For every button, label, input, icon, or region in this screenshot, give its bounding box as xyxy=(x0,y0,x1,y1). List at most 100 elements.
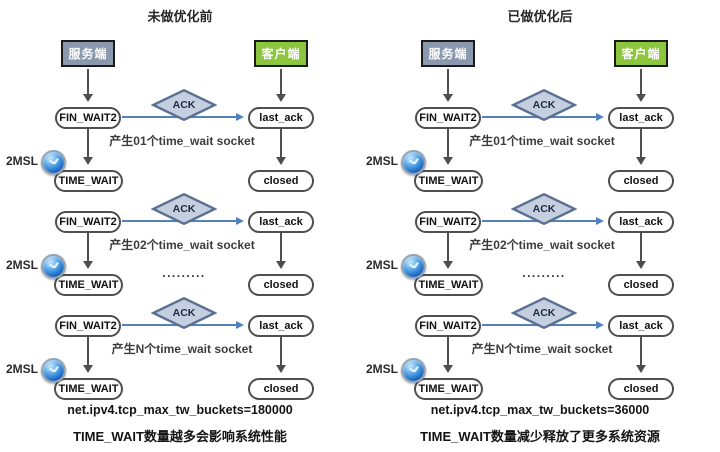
client-node: 客户端 xyxy=(614,40,668,67)
clock-hand xyxy=(408,263,415,269)
arrow-lastack-to-closed xyxy=(635,337,646,373)
clock-icon xyxy=(401,358,426,383)
timewait-cycle-1: ACK FIN_WAIT2 last_ack 产生01个time_wait so… xyxy=(360,0,720,452)
state-time-wait: TIME_WAIT xyxy=(414,378,483,400)
msl-label: 2MSL xyxy=(365,258,398,272)
diamond-shape xyxy=(511,192,577,226)
state-closed: closed xyxy=(248,170,314,192)
cycle-caption: 产生01个time_wait socket xyxy=(469,134,615,148)
arrow-server-to-finwait2 xyxy=(82,69,93,102)
state-fin-wait2: FIN_WAIT2 xyxy=(55,315,121,337)
state-closed: closed xyxy=(608,170,674,192)
state-closed: closed xyxy=(608,378,674,400)
diamond-shape xyxy=(511,88,577,122)
state-closed: closed xyxy=(248,274,314,296)
ack-diamond: ACK xyxy=(511,296,577,330)
state-last-ack: last_ack xyxy=(608,211,674,233)
state-fin-wait2: FIN_WAIT2 xyxy=(55,211,121,233)
arrow-finwait2-to-timewait xyxy=(442,337,453,373)
server-label: 服务端 xyxy=(428,47,468,61)
state-last-ack: last_ack xyxy=(608,107,674,129)
arrow-lastack-to-closed xyxy=(635,129,646,165)
ack-diamond: ACK xyxy=(151,296,217,330)
clock-icon xyxy=(41,254,66,279)
msl-label: 2MSL xyxy=(5,362,38,376)
state-time-wait: TIME_WAIT xyxy=(54,378,123,400)
clock-hand xyxy=(48,367,55,373)
arrow-lastack-to-closed xyxy=(635,233,646,269)
client-label: 客户端 xyxy=(621,47,661,61)
panel-summary: TIME_WAIT数量减少释放了更多系统资源 xyxy=(420,429,660,444)
clock-icon xyxy=(401,150,426,175)
cycle-caption: 产生01个time_wait socket xyxy=(109,134,255,148)
state-closed: closed xyxy=(248,378,314,400)
cycle-caption: 产生02个time_wait socket xyxy=(109,238,255,252)
diamond-shape xyxy=(511,296,577,330)
arrow-client-to-lastack xyxy=(635,69,646,102)
panel-title: 已做优化后 xyxy=(507,9,573,24)
ack-label: ACK xyxy=(172,203,196,215)
arrow-finwait2-to-timewait xyxy=(82,233,93,269)
clock-hand xyxy=(48,159,55,165)
timewait-cycle-2: ACK FIN_WAIT2 last_ack 产生02个time_wait so… xyxy=(5,192,314,296)
arrow-lastack-to-closed xyxy=(275,233,286,269)
server-node: 服务端 xyxy=(421,40,475,67)
clock-icon xyxy=(401,254,426,279)
msl-label: 2MSL xyxy=(365,362,398,376)
panel-before-optimization: 未做优化前 服务端 客户端 ACK FIN_WAIT2 last_ack 产生0… xyxy=(5,9,314,444)
timewait-cycle-n: ACK FIN_WAIT2 last_ack 产生N个time_wait soc… xyxy=(5,296,314,400)
client-label: 客户端 xyxy=(261,47,301,61)
timewait-cycle-1: ACK FIN_WAIT2 last_ack 产生01个time_wait so… xyxy=(5,88,314,192)
repetition-dots: ......... xyxy=(522,266,566,280)
arrow-finwait2-to-timewait xyxy=(82,129,93,165)
timewait-cycle-n: ACK FIN_WAIT2 last_ack 产生N个time_wait soc… xyxy=(360,0,720,452)
client-node: 客户端 xyxy=(254,40,308,67)
clock-icon xyxy=(41,150,66,175)
ack-label: ACK xyxy=(172,99,196,111)
msl-label: 2MSL xyxy=(365,154,398,168)
ack-label: ACK xyxy=(532,203,556,215)
server-node: 服务端 xyxy=(61,40,115,67)
arrow-lastack-to-closed xyxy=(275,337,286,373)
cycle-caption: 产生N个time_wait socket xyxy=(111,342,253,356)
clock-icon xyxy=(41,358,66,383)
arrow-server-to-finwait2 xyxy=(442,69,453,102)
state-last-ack: last_ack xyxy=(248,211,314,233)
server-label: 服务端 xyxy=(68,47,108,61)
ack-diamond: ACK xyxy=(151,192,217,226)
repetition-dots: ......... xyxy=(162,266,206,280)
ack-label: ACK xyxy=(532,307,556,319)
arrow-client-to-lastack xyxy=(275,69,286,102)
ack-label: ACK xyxy=(172,307,196,319)
diamond-shape xyxy=(151,88,217,122)
msl-label: 2MSL xyxy=(5,154,38,168)
arrow-finwait2-to-timewait xyxy=(442,233,453,269)
clock-hand xyxy=(408,367,415,373)
state-time-wait: TIME_WAIT xyxy=(54,274,123,296)
state-last-ack: last_ack xyxy=(608,315,674,337)
ack-diamond: ACK xyxy=(151,88,217,122)
cycle-caption: 产生02个time_wait socket xyxy=(469,238,615,252)
msl-label: 2MSL xyxy=(5,258,38,272)
diamond-shape xyxy=(151,296,217,330)
panel-after-optimization: 已做优化后 服务端 客户端 ACK FIN_WAIT2 last_ack 产生0… xyxy=(360,0,720,452)
state-fin-wait2: FIN_WAIT2 xyxy=(415,315,481,337)
ack-diamond: ACK xyxy=(511,192,577,226)
state-last-ack: last_ack xyxy=(248,107,314,129)
timewait-cycle-2: ACK FIN_WAIT2 last_ack 产生02个time_wait so… xyxy=(360,0,720,452)
sysctl-setting: net.ipv4.tcp_max_tw_buckets=36000 xyxy=(430,403,650,417)
diamond-shape xyxy=(151,192,217,226)
ack-diamond: ACK xyxy=(511,88,577,122)
clock-hand xyxy=(48,263,55,269)
clock-hand xyxy=(408,159,415,165)
state-fin-wait2: FIN_WAIT2 xyxy=(415,107,481,129)
panel-summary: TIME_WAIT数量越多会影响系统性能 xyxy=(73,429,287,444)
arrow-finwait2-to-timewait xyxy=(442,129,453,165)
state-closed: closed xyxy=(608,274,674,296)
panel-title: 未做优化前 xyxy=(147,9,213,24)
state-last-ack: last_ack xyxy=(248,315,314,337)
state-fin-wait2: FIN_WAIT2 xyxy=(415,211,481,233)
state-fin-wait2: FIN_WAIT2 xyxy=(55,107,121,129)
state-time-wait: TIME_WAIT xyxy=(54,170,123,192)
